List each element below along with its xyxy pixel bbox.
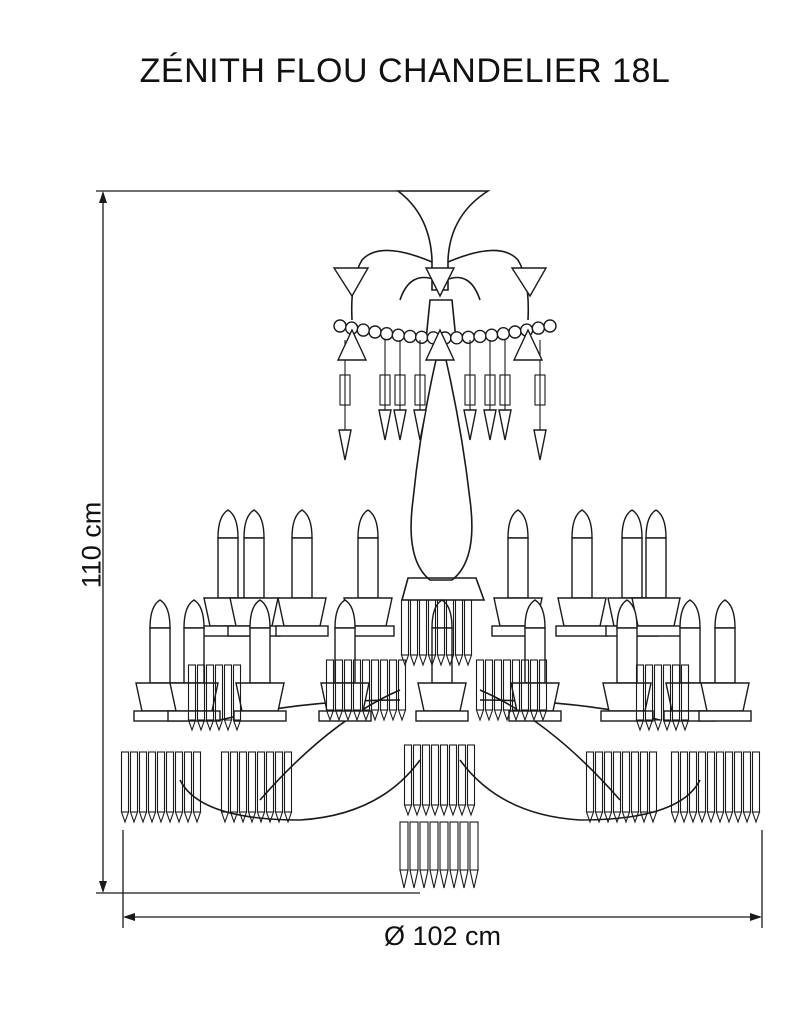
central-bottom-drops — [399, 821, 479, 889]
height-dimension-line — [96, 190, 420, 894]
upper-arms — [332, 249, 548, 321]
diameter-dimension-label: Ø 102 cm — [383, 921, 502, 951]
upper-bead-garland — [333, 319, 557, 345]
candle-arms — [133, 509, 752, 722]
drawing-title: ZÉNITH FLOU CHANDELIER 18L — [139, 52, 671, 90]
diameter-dimension-line — [122, 830, 763, 928]
upper-pendant-drops — [336, 328, 547, 461]
crystal-fringes — [120, 599, 761, 824]
